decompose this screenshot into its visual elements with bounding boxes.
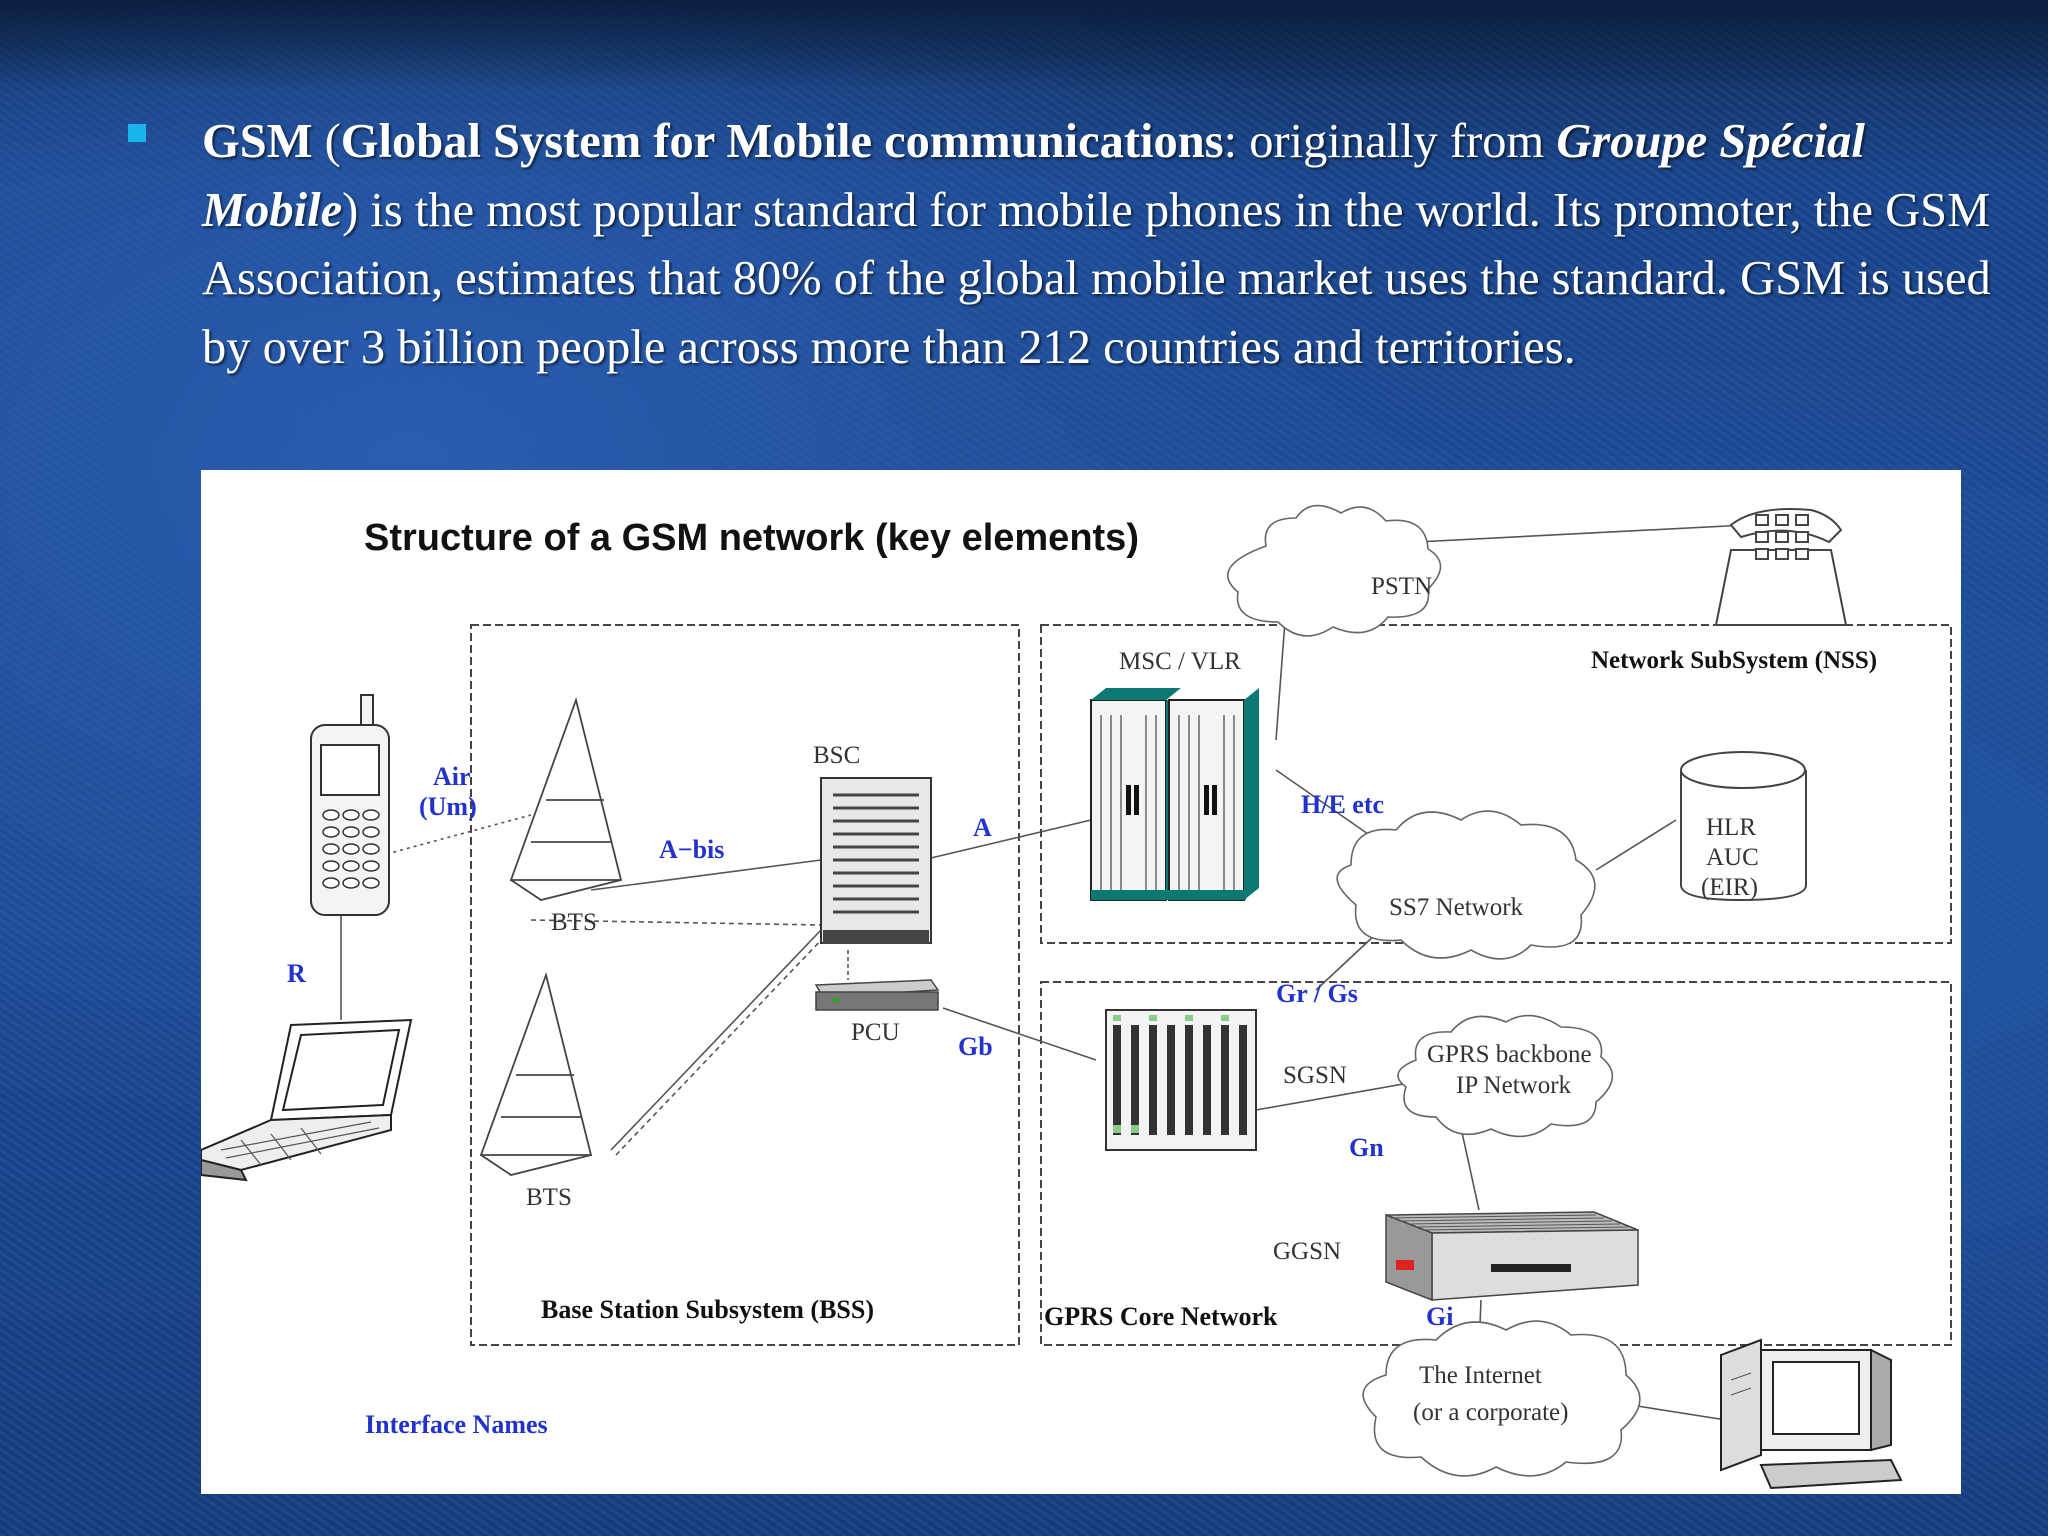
interface-air-label: Air: [433, 762, 471, 791]
pcu-sgsn-link: [942, 1007, 1097, 1061]
bts-top-icon: [509, 696, 623, 901]
bullet-rest: ) is the most popular standard for mobil…: [202, 183, 1991, 374]
internet-cloud: [1362, 1320, 1641, 1477]
internet-pc-link: [1630, 1404, 1727, 1421]
bts2-bsc-link: [530, 919, 822, 926]
gprs-backbone-label-1: GPRS backbone: [1427, 1041, 1592, 1068]
bsc-server-icon: [820, 777, 932, 944]
bts-top-label: BTS: [551, 909, 597, 936]
ggsn-router-icon: [1385, 1211, 1639, 1302]
interface-um-label: (Um): [419, 792, 477, 821]
origin-name: Groupe Spécial Mobile: [202, 115, 1865, 237]
auc-label: AUC: [1706, 844, 1759, 871]
gprs-backbone-cloud: [1397, 1014, 1614, 1138]
eir-label: (EIR): [1701, 874, 1758, 901]
bsc-label: BSC: [813, 742, 860, 769]
pstn-label: PSTN: [1371, 573, 1432, 600]
sgsn-label: SGSN: [1283, 1062, 1347, 1089]
bts-bottom-bsc-link: [610, 929, 822, 1151]
ggsn-label: GGSN: [1273, 1238, 1341, 1265]
msc-vlr-label: MSC / VLR: [1119, 648, 1241, 675]
desktop-computer-icon: [1720, 1338, 1903, 1490]
open-paren: (: [312, 115, 341, 168]
pstn-cloud: [1227, 504, 1442, 637]
gsm-network-diagram: Structure of a GSM network (key elements…: [201, 470, 1961, 1494]
bts-bottom-label: BTS: [526, 1184, 572, 1211]
gsm-full-name: Global System for Mobile communications: [340, 115, 1224, 168]
sgsn-backbone-link: [1255, 1079, 1427, 1111]
square-bullet-icon: [128, 124, 146, 142]
gprs-backbone-label-2: IP Network: [1456, 1072, 1572, 1099]
bss-label: Base Station Subsystem (BSS): [541, 1295, 874, 1324]
ss7-cloud: [1336, 810, 1596, 960]
internet-label-2: (or a corporate): [1413, 1399, 1568, 1426]
slide-top-band: [0, 0, 2048, 90]
laptop-icon: [201, 1018, 413, 1182]
pstn-msc-link: [1275, 607, 1287, 741]
interface-abis-label: A−bis: [659, 835, 724, 864]
interface-he-label: H/E etc: [1301, 790, 1384, 819]
interface-a-label: A: [973, 813, 992, 842]
bss-region: [470, 624, 1020, 1346]
ss7-label: SS7 Network: [1389, 894, 1524, 921]
interface-gn-label: Gn: [1349, 1133, 1384, 1162]
msc-vlr-server-icon: [1090, 688, 1259, 901]
diagram-title: Structure of a GSM network (key elements…: [364, 517, 1139, 559]
pcu-label: PCU: [851, 1019, 900, 1046]
mobile-phone-icon: [310, 694, 390, 916]
ss7-hlr-link: [1595, 819, 1677, 871]
bts-bottom-icon: [479, 971, 593, 1176]
interface-names-legend: Interface Names: [365, 1410, 548, 1439]
interface-gi-label: Gi: [1426, 1302, 1453, 1331]
bullet-text: GSM (Global System for Mobile communicat…: [202, 108, 2022, 382]
bsc-msc-link: [930, 819, 1092, 859]
gprs-core-label: GPRS Core Network: [1044, 1302, 1278, 1331]
gsm-abbreviation: GSM: [202, 115, 313, 168]
hlr-database-icon: [1680, 751, 1807, 902]
telephone-icon: [1714, 508, 1848, 626]
bts-bottom-bsc-dashed: [615, 934, 827, 1156]
pcu-device-icon: [814, 979, 940, 1011]
interface-r-label: R: [287, 959, 306, 988]
interface-grgs-label: Gr / Gs: [1276, 979, 1358, 1008]
bts-bsc-link: [590, 859, 822, 891]
nss-label: Network SubSystem (NSS): [1591, 647, 1877, 674]
sgsn-device-icon: [1105, 1009, 1257, 1151]
internet-label-1: The Internet: [1419, 1362, 1542, 1389]
interface-gb-label: Gb: [958, 1032, 993, 1061]
hlr-label: HLR: [1706, 814, 1756, 841]
origin-lead: : originally from: [1223, 115, 1557, 168]
